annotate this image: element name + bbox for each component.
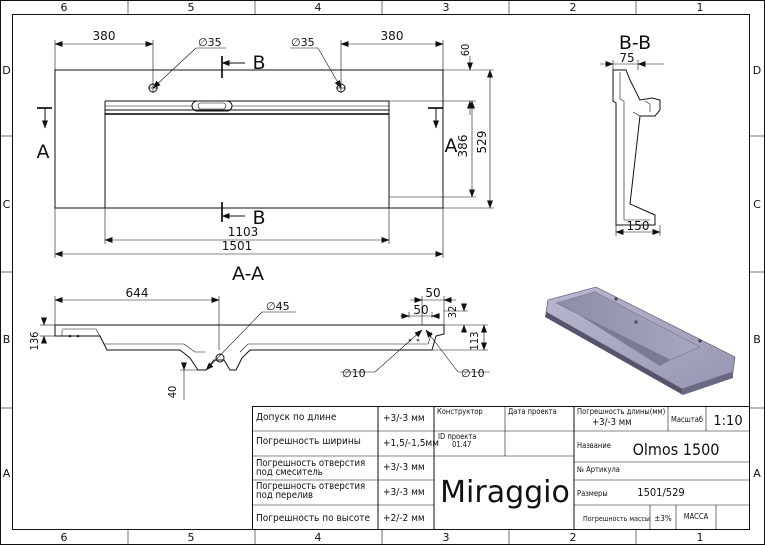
plan-view: 380 380 ∅35 ∅35 60 386 529 1103 1501 bbox=[37, 29, 494, 258]
dim-150: 150 bbox=[627, 219, 650, 233]
dim-1501: 1501 bbox=[222, 239, 253, 253]
product-name: Olmos 1500 bbox=[633, 440, 720, 459]
tol-value-tap: +3/-3 мм bbox=[383, 462, 425, 473]
dim-380-right: 380 bbox=[381, 29, 404, 43]
frame-col-label: 3 bbox=[443, 1, 450, 14]
mass-tol-value: ±3% bbox=[654, 514, 672, 523]
brand-logo: Miraggio bbox=[440, 475, 570, 510]
dia-35-right: ∅35 bbox=[291, 36, 315, 49]
date-label: Дата проекта bbox=[508, 407, 557, 416]
frame-col-label: 4 bbox=[315, 531, 322, 544]
mass-tol-label: Погрешность массы bbox=[583, 515, 650, 523]
section-bb: B-B 75 150 bbox=[600, 32, 664, 236]
scale-label: Масштаб bbox=[671, 415, 703, 424]
dim-644: 644 bbox=[126, 286, 149, 300]
frame-row-label: D bbox=[753, 64, 761, 77]
frame-col-label: 5 bbox=[188, 1, 195, 14]
frame-row-label: C bbox=[3, 198, 11, 211]
tol-label-length: Допуск по длине bbox=[256, 412, 337, 423]
length-tol-label: Погрешность длины(мм) bbox=[577, 407, 666, 416]
plan-outline bbox=[54, 69, 444, 209]
project-id-value: 01.47 bbox=[452, 440, 471, 449]
tol-value-width: +1,5/-1,5мм bbox=[383, 438, 439, 449]
article-label: № Артикула bbox=[576, 465, 620, 474]
dia-10-right: ∅10 bbox=[461, 367, 485, 380]
cut-a-left: A bbox=[37, 141, 50, 163]
tol-value-height: +2/-2 мм bbox=[383, 513, 425, 524]
frame-row-label: A bbox=[3, 467, 11, 480]
title-block: Допуск по длине Погрешность ширины Погре… bbox=[252, 406, 750, 530]
length-tol-value: +3/-3 мм bbox=[592, 417, 632, 428]
size-value: 1501/529 bbox=[637, 486, 684, 499]
frame-col-label: 6 bbox=[61, 1, 68, 14]
frame-row-label: D bbox=[2, 64, 10, 77]
size-label: Размеры bbox=[577, 489, 608, 498]
scale-value: 1:10 bbox=[713, 414, 742, 429]
dim-386: 386 bbox=[456, 135, 470, 158]
frame-col-label: 1 bbox=[697, 1, 704, 14]
tol-value-overflow: +3/-3 мм bbox=[383, 487, 425, 498]
frame-col-label: 5 bbox=[188, 531, 195, 544]
product-render bbox=[545, 286, 736, 395]
dim-1103: 1103 bbox=[228, 225, 259, 239]
dim-113: 113 bbox=[468, 332, 481, 351]
section-aa-profile bbox=[54, 324, 445, 371]
frame-row-label: A bbox=[753, 467, 761, 480]
cut-a-right: A bbox=[445, 135, 458, 157]
dim-50-top: 50 bbox=[425, 286, 440, 300]
frame-col-label: 2 bbox=[570, 1, 577, 14]
dim-75: 75 bbox=[619, 51, 634, 65]
frame-col-label: 4 bbox=[315, 1, 322, 14]
dia-10-left: ∅10 bbox=[342, 367, 366, 380]
designer-label: Конструктор bbox=[437, 407, 483, 416]
section-bb-profile bbox=[612, 69, 661, 226]
dim-136: 136 bbox=[28, 332, 41, 351]
cut-b-top: B bbox=[252, 52, 265, 74]
dim-32: 32 bbox=[446, 306, 459, 319]
section-bb-title: B-B bbox=[619, 32, 651, 54]
dia-45: ∅45 bbox=[266, 300, 290, 313]
frame-col-label: 3 bbox=[443, 531, 450, 544]
frame-col-label: 1 bbox=[697, 531, 704, 544]
name-label: Название bbox=[577, 441, 611, 450]
frame-row-label: B bbox=[753, 333, 761, 346]
project-id-label: ID проекта bbox=[438, 432, 476, 441]
frame-row-label: B bbox=[3, 333, 11, 346]
dim-380-left: 380 bbox=[93, 29, 116, 43]
dim-529: 529 bbox=[475, 131, 489, 154]
dim-50-mid: 50 bbox=[413, 303, 428, 317]
dia-35-left: ∅35 bbox=[198, 36, 222, 49]
section-aa: A-A 644 ∅45 136 40 113 32 bbox=[28, 263, 490, 400]
mass-label: МАССА bbox=[684, 512, 709, 521]
tol-value-length: +3/-3 мм bbox=[383, 413, 425, 424]
frame-col-label: 2 bbox=[570, 531, 577, 544]
overflow-slot bbox=[191, 100, 233, 112]
cut-b-bottom: B bbox=[252, 207, 265, 229]
frame-row-label: C bbox=[753, 198, 761, 211]
tol-label-width: Погрешность ширины bbox=[256, 436, 361, 447]
dim-60: 60 bbox=[459, 44, 472, 57]
section-aa-title: A-A bbox=[232, 263, 264, 285]
dim-40: 40 bbox=[166, 386, 179, 399]
tol-label-height: Погрешность по высоте bbox=[256, 513, 371, 524]
frame-col-label: 6 bbox=[61, 531, 68, 544]
